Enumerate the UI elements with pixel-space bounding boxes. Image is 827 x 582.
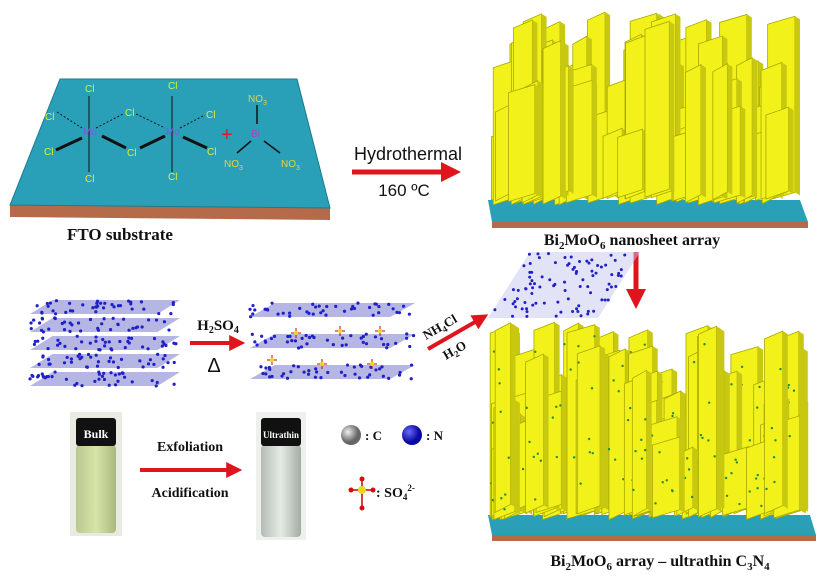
plus-sign: + (221, 124, 233, 146)
svg-text:Bi: Bi (251, 129, 260, 140)
c3n4-layer (28, 370, 180, 388)
nanosheet (494, 322, 516, 514)
acidification-label: Acidification (152, 486, 229, 501)
nanosheet (617, 128, 648, 199)
array-substrate (488, 515, 816, 535)
final-array-label: Bi2MoO6 array – ultrathin C3N4 (550, 553, 770, 573)
nanosheet (712, 63, 733, 201)
ultrathin-vial: Ultrathin (256, 412, 306, 540)
mo-atom: Mo (166, 127, 180, 138)
fto-substrate: Mo Mo Cl Cl Cl Cl Cl Cl Cl Cl Cl Cl + Bi… (9, 78, 331, 220)
array-substrate (488, 200, 808, 222)
mocl5-dimer (55, 96, 208, 172)
svg-text:Cl: Cl (206, 110, 215, 121)
carbon-atom-icon (341, 425, 361, 445)
sulfate-icon (348, 476, 376, 511)
nanosheet (764, 330, 788, 515)
nh4cl-label: NH4Cl (420, 311, 461, 344)
sulfate-ion (375, 326, 385, 336)
sulfate-ion (267, 355, 277, 365)
heat-symbol: Δ (207, 355, 220, 377)
bulk-vial: Bulk (70, 412, 122, 536)
nanosheet-array (488, 11, 808, 228)
temperature-label: 160 ºC (378, 181, 430, 200)
c3n4-layer (250, 363, 415, 381)
bulk-vial-label: Bulk (84, 427, 109, 441)
svg-text:Cl: Cl (85, 174, 94, 185)
hydrothermal-label: Hydrothermal (354, 144, 462, 164)
legend-carbon: : C (365, 428, 382, 443)
ultrathin-vial-label: Ultrathin (263, 430, 299, 440)
sulfate-ion (367, 359, 377, 369)
cl-atoms: Cl Cl Cl Cl Cl Cl Cl Cl Cl Cl (44, 81, 216, 185)
nanosheet (644, 20, 675, 198)
substrate-side (10, 205, 330, 220)
nanosheet-array-label: Bi2MoO6 nanosheet array (544, 232, 720, 252)
nanosheet (631, 369, 652, 518)
svg-text:NO3: NO3 (248, 94, 267, 107)
legend: : C : N : SO42- (341, 425, 444, 511)
substrate-top (9, 78, 331, 209)
bulk-c3n4-layers (28, 299, 180, 388)
mo-atom: Mo (83, 127, 97, 138)
bi2moo6-c3n4-array (488, 321, 816, 541)
legend-nitrogen: : N (426, 428, 444, 443)
svg-text:Cl: Cl (168, 172, 177, 183)
nanosheet (525, 353, 549, 514)
sulfate-ion (291, 328, 301, 338)
nanosheet (542, 40, 566, 205)
nanosheet (684, 63, 706, 204)
exfoliation-label: Exfoliation (157, 440, 223, 455)
legend-sulfate: : SO42- (376, 483, 415, 502)
svg-text:Cl: Cl (207, 147, 216, 158)
protonated-c3n4-layers (248, 301, 416, 381)
fto-label: FTO substrate (67, 225, 173, 244)
svg-text:NO3: NO3 (224, 159, 243, 172)
c3n4-layer (250, 332, 416, 350)
nh4cl-arrow (427, 314, 489, 351)
svg-text:Cl: Cl (127, 148, 136, 159)
svg-text:NO3: NO3 (281, 159, 300, 172)
sulfate-ion (317, 359, 327, 369)
c3n4-layer (29, 316, 180, 334)
svg-text:Cl: Cl (168, 81, 177, 92)
svg-text:Cl: Cl (44, 147, 53, 158)
nanosheet (652, 436, 685, 519)
c3n4-layer (30, 334, 180, 352)
nitrogen-atom-icon (402, 425, 422, 445)
svg-text:Cl: Cl (85, 84, 94, 95)
svg-text:Cl: Cl (45, 112, 54, 123)
nanosheet (576, 345, 606, 515)
svg-text:Cl: Cl (125, 108, 134, 119)
ultrathin-c3n4-sheet (488, 252, 640, 318)
sulfate-ion (335, 326, 345, 336)
c3n4-layer (30, 299, 180, 316)
c3n4-layer (248, 301, 415, 319)
nanosheet (698, 325, 722, 518)
nanosheet (765, 106, 794, 200)
bismuth-nitrate: Bi NO3 NO3 NO3 (224, 94, 300, 172)
c3n4-layer (30, 352, 180, 370)
acid-label: H2SO4 (197, 318, 239, 336)
nanosheet (508, 84, 540, 203)
